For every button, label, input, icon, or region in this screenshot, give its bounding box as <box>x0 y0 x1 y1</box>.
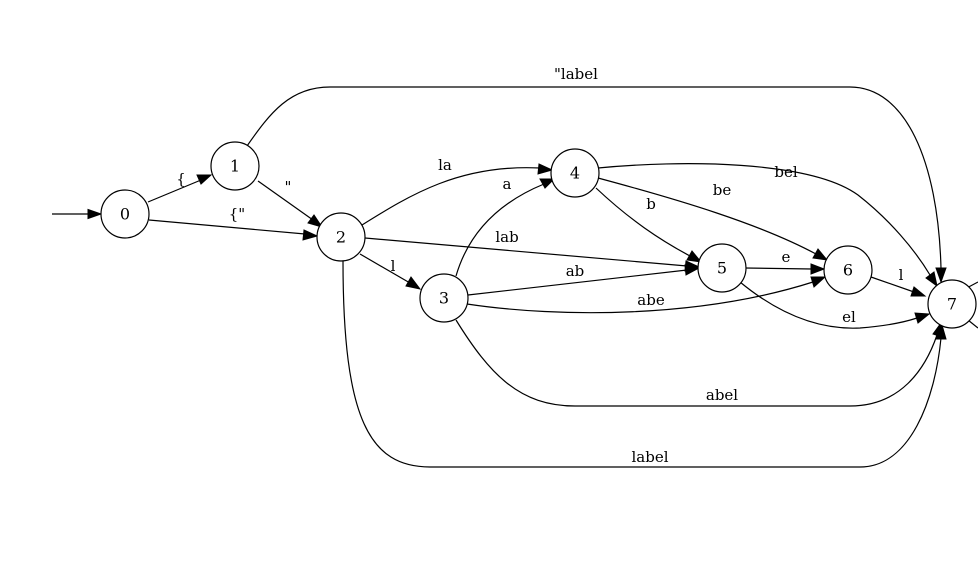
edge-label-0-1: { <box>176 170 186 188</box>
state-node-3: 3 <box>419 273 469 323</box>
edge-label-5-6: e <box>782 248 791 266</box>
edge-label-1-7: "label <box>554 65 598 83</box>
edge-3-6: abe <box>466 276 827 314</box>
edge-4-6: be <box>597 177 829 261</box>
edge-label-5-7: el <box>842 308 856 326</box>
edge-label-4-6: be <box>713 181 732 199</box>
edge-1-7: "label <box>246 65 947 284</box>
edge-label-2-3: l <box>391 257 396 275</box>
edge-label-4-7: bel <box>774 163 797 181</box>
edge-label-4-5: b <box>646 195 656 213</box>
state-label-5: 5 <box>717 259 727 278</box>
state-label-4: 4 <box>570 164 580 183</box>
edge-0-1: { <box>147 170 213 203</box>
state-label-7: 7 <box>947 295 957 314</box>
edge-3-4: a <box>455 175 556 277</box>
edge-1-2: " <box>257 178 324 228</box>
edge-label-2-7: label <box>631 448 668 466</box>
edge-label-3-4: a <box>503 175 512 193</box>
edge-3-5: ab <box>467 262 701 296</box>
edge-2-4: la <box>361 156 554 226</box>
edge-2-3: l <box>359 253 422 290</box>
edge-label-3-7: abel <box>706 386 738 404</box>
state-node-2: 2 <box>316 212 366 262</box>
state-label-2: 2 <box>336 228 346 247</box>
state-node-0: 0 <box>100 189 150 239</box>
edge-2-5: lab <box>364 228 701 272</box>
state-node-5: 5 <box>697 243 747 293</box>
state-label-6: 6 <box>843 261 853 280</box>
edge-5-6: e <box>744 248 826 275</box>
edge-label-1-2: " <box>285 178 292 196</box>
edge-label-3-5: ab <box>566 262 585 280</box>
start-edge <box>52 208 103 220</box>
state-node-7: 7 <box>927 279 977 329</box>
edge-label-3-6: abe <box>637 291 665 309</box>
state-node-6: 6 <box>823 245 873 295</box>
edge-label-2-5: lab <box>495 228 518 246</box>
state-node-4: 4 <box>550 148 600 198</box>
edge-label-2-4: la <box>438 156 452 174</box>
edge-5-7: el <box>739 281 931 329</box>
state-label-1: 1 <box>230 157 240 176</box>
state-label-3: 3 <box>439 289 449 308</box>
edge-0-2: {" <box>148 205 319 241</box>
edge-label-6-7: l <box>899 266 904 284</box>
edge-3-7: abel <box>455 319 943 407</box>
state-node-1: 1 <box>210 141 260 191</box>
edge-label-0-2: {" <box>229 205 245 223</box>
edge-6-7: l <box>870 266 927 297</box>
state-label-0: 0 <box>120 205 130 224</box>
edge-4-5: b <box>595 187 703 263</box>
edge-4-7: bel <box>597 163 938 288</box>
